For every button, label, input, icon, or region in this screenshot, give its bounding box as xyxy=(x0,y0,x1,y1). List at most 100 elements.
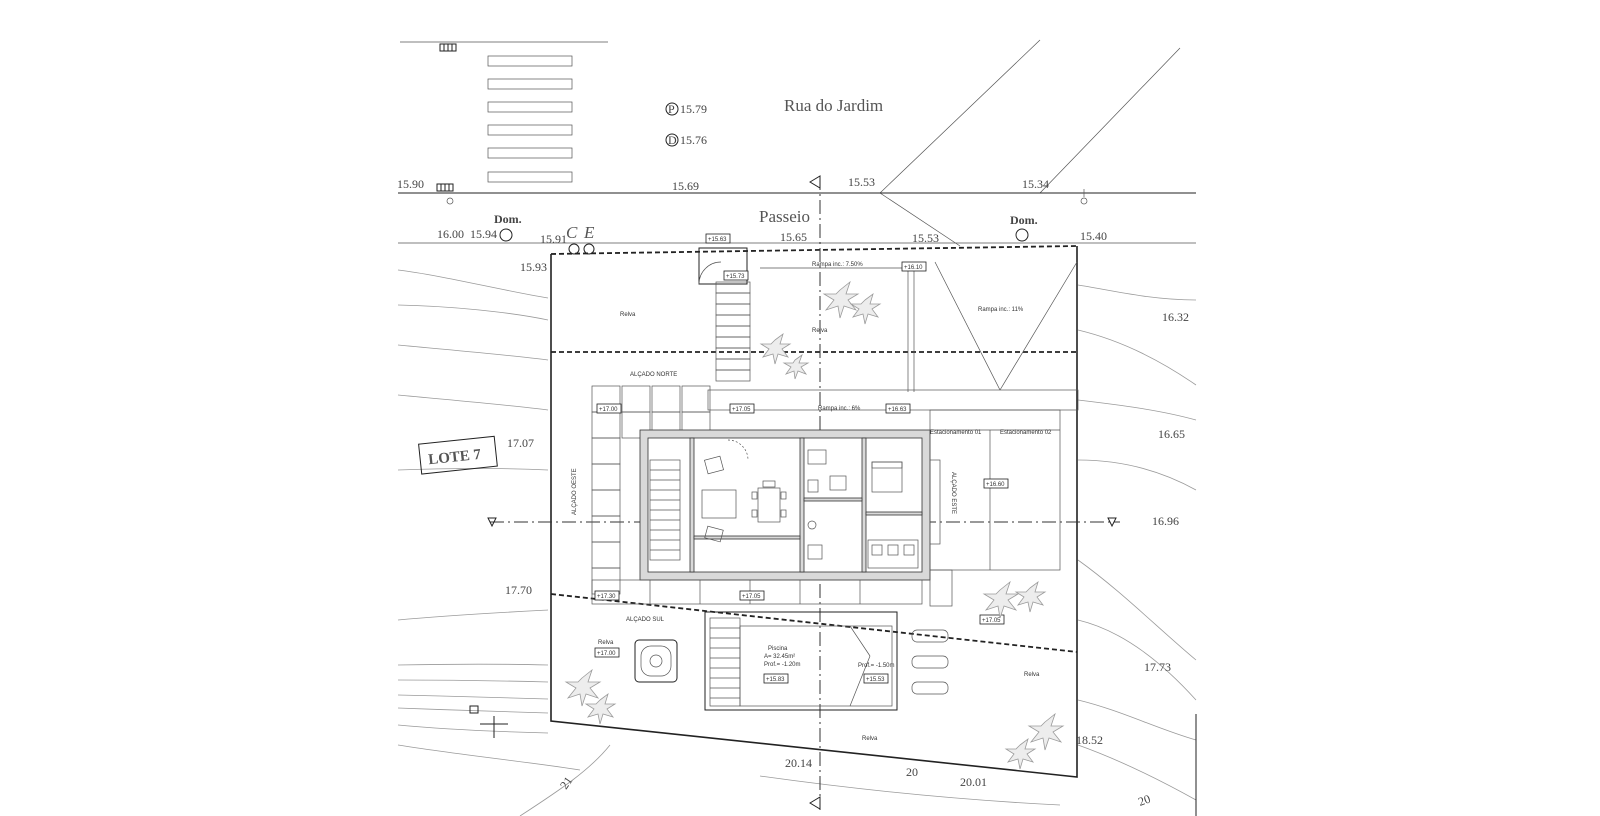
svg-text:+16.63: +16.63 xyxy=(888,407,907,413)
e-letter: E xyxy=(583,223,595,242)
svg-text:+15.73: +15.73 xyxy=(726,274,745,280)
elevation-label: 15.91 xyxy=(540,232,567,246)
pool-depth: Prof.= -1.20m xyxy=(764,662,801,668)
swimming-pool xyxy=(704,611,898,711)
elevation-label: 15.53 xyxy=(912,231,939,245)
elevation-tag: +15.83 xyxy=(763,673,789,684)
svg-text:+17.05: +17.05 xyxy=(732,407,751,413)
elevation-tag: +16.10 xyxy=(901,261,927,272)
elevation-view-label: ALÇADO OESTE xyxy=(572,468,578,515)
svg-text:+17.05: +17.05 xyxy=(982,618,1001,624)
relva-label: Relva xyxy=(862,736,878,742)
c-letter: C xyxy=(566,223,578,242)
svg-text:+16.10: +16.10 xyxy=(904,265,923,271)
relva-label: Relva xyxy=(812,328,828,334)
relva-label: Relva xyxy=(598,640,614,646)
elevation-label: 18.52 xyxy=(1076,733,1103,747)
plant-icon xyxy=(564,580,1065,770)
road-area xyxy=(398,39,1196,247)
dom-label: Dom. xyxy=(494,212,522,226)
contour-label: 20 xyxy=(1136,792,1152,809)
street-name: Rua do Jardim xyxy=(784,96,883,115)
drain-grate-icon xyxy=(439,43,457,52)
dom-label: Dom. xyxy=(1010,213,1038,227)
elevation-label: 20.14 xyxy=(785,756,812,770)
marker-icon xyxy=(469,705,479,714)
elevation-label: 15.53 xyxy=(848,175,875,189)
elevation-view-label: ALÇADO ESTE xyxy=(950,472,956,514)
entrance-area xyxy=(698,247,1079,411)
section-arrow-icon xyxy=(809,175,821,189)
p-marker-icon: P xyxy=(665,102,679,116)
svg-text:+17.05: +17.05 xyxy=(742,594,761,600)
ramp-label: Rampa inc.: 11% xyxy=(978,307,1024,313)
elevation-tag: +17.00 xyxy=(594,647,620,658)
elevation-label: 15.34 xyxy=(1022,177,1049,191)
parking-label: Estacionamento 01 xyxy=(930,430,982,436)
elevation-label: 15.79 xyxy=(680,102,707,116)
section-arrow-icon xyxy=(1107,517,1117,528)
elevation-tag: +17.05 xyxy=(979,614,1005,625)
contour-label: 20 xyxy=(906,765,918,779)
contour-lines xyxy=(397,269,1197,816)
interior-stairs xyxy=(649,459,681,561)
elevation-tag: +16.60 xyxy=(983,478,1009,489)
house-floor-plan xyxy=(639,429,931,581)
relva-label: Relva xyxy=(1024,672,1040,678)
dom-marker-icon xyxy=(1015,228,1029,242)
elevation-label: 17.73 xyxy=(1144,660,1171,674)
elevation-label: 15.93 xyxy=(520,260,547,274)
svg-text:+15.83: +15.83 xyxy=(766,677,785,683)
crosswalk xyxy=(487,55,573,183)
elevation-label: 15.40 xyxy=(1080,229,1107,243)
utility-icon xyxy=(568,243,580,255)
west-terrace xyxy=(591,385,711,595)
elevation-label: 16.65 xyxy=(1158,427,1185,441)
elevation-tag: +17.00 xyxy=(596,403,622,414)
elevation-label: 17.07 xyxy=(507,436,534,450)
elevation-label: 15.90 xyxy=(397,177,424,191)
svg-text:P: P xyxy=(668,102,675,116)
elevation-label: 15.65 xyxy=(780,230,807,244)
ramp-label: Rampa inc.: 7.50% xyxy=(812,262,863,268)
svg-text:+15.63: +15.63 xyxy=(708,237,727,243)
d-marker-icon: D xyxy=(665,133,679,147)
elevation-view-label: ALÇADO SUL xyxy=(626,617,665,623)
elevation-tag: +15.73 xyxy=(723,270,749,281)
ramp-label: Rampa inc.: 6% xyxy=(818,406,861,412)
parking-area xyxy=(929,409,1061,607)
svg-text:LOTE 7: LOTE 7 xyxy=(427,447,482,468)
jacuzzi-icon xyxy=(634,639,678,683)
plant-icon xyxy=(759,280,882,380)
parking-label: Estacionamento 02 xyxy=(1000,430,1052,436)
elevation-tag: +17.05 xyxy=(739,590,765,601)
drain-grate-icon xyxy=(436,183,454,192)
svg-text:+17.00: +17.00 xyxy=(597,651,616,657)
section-arrow-icon xyxy=(487,517,497,528)
elevation-label: 15.76 xyxy=(680,133,707,147)
elevation-label: 15.94 xyxy=(470,227,497,241)
elevation-label: 16.00 xyxy=(437,227,464,241)
dom-marker-icon xyxy=(499,228,513,242)
elevation-tag: +15.63 xyxy=(705,233,731,244)
elevation-label: 15.69 xyxy=(672,179,699,193)
section-arrow-icon xyxy=(809,796,821,810)
svg-text:+15.53: +15.53 xyxy=(866,677,885,683)
elevation-tag: +15.53 xyxy=(863,673,889,684)
sidewalk-label: Passeio xyxy=(759,207,810,226)
pool-label: Piscina xyxy=(768,646,788,652)
svg-text:+17.30: +17.30 xyxy=(597,594,616,600)
sun-lounger-icon xyxy=(911,629,949,695)
elevation-label: 20.01 xyxy=(960,775,987,789)
elevation-tag: +17.05 xyxy=(729,403,755,414)
elevation-tag: +16.63 xyxy=(885,403,911,414)
elevation-label: 16.32 xyxy=(1162,310,1189,324)
elevation-label: 17.70 xyxy=(505,583,532,597)
pool-area: A= 32.45m² xyxy=(764,654,795,660)
elevation-view-label: ALÇADO NORTE xyxy=(630,372,677,378)
relva-label: Relva xyxy=(620,312,636,318)
elevation-tag: +17.30 xyxy=(594,590,620,601)
pool-depth: Prof.= -1.50m xyxy=(858,663,895,669)
svg-text:+16.60: +16.60 xyxy=(986,482,1005,488)
